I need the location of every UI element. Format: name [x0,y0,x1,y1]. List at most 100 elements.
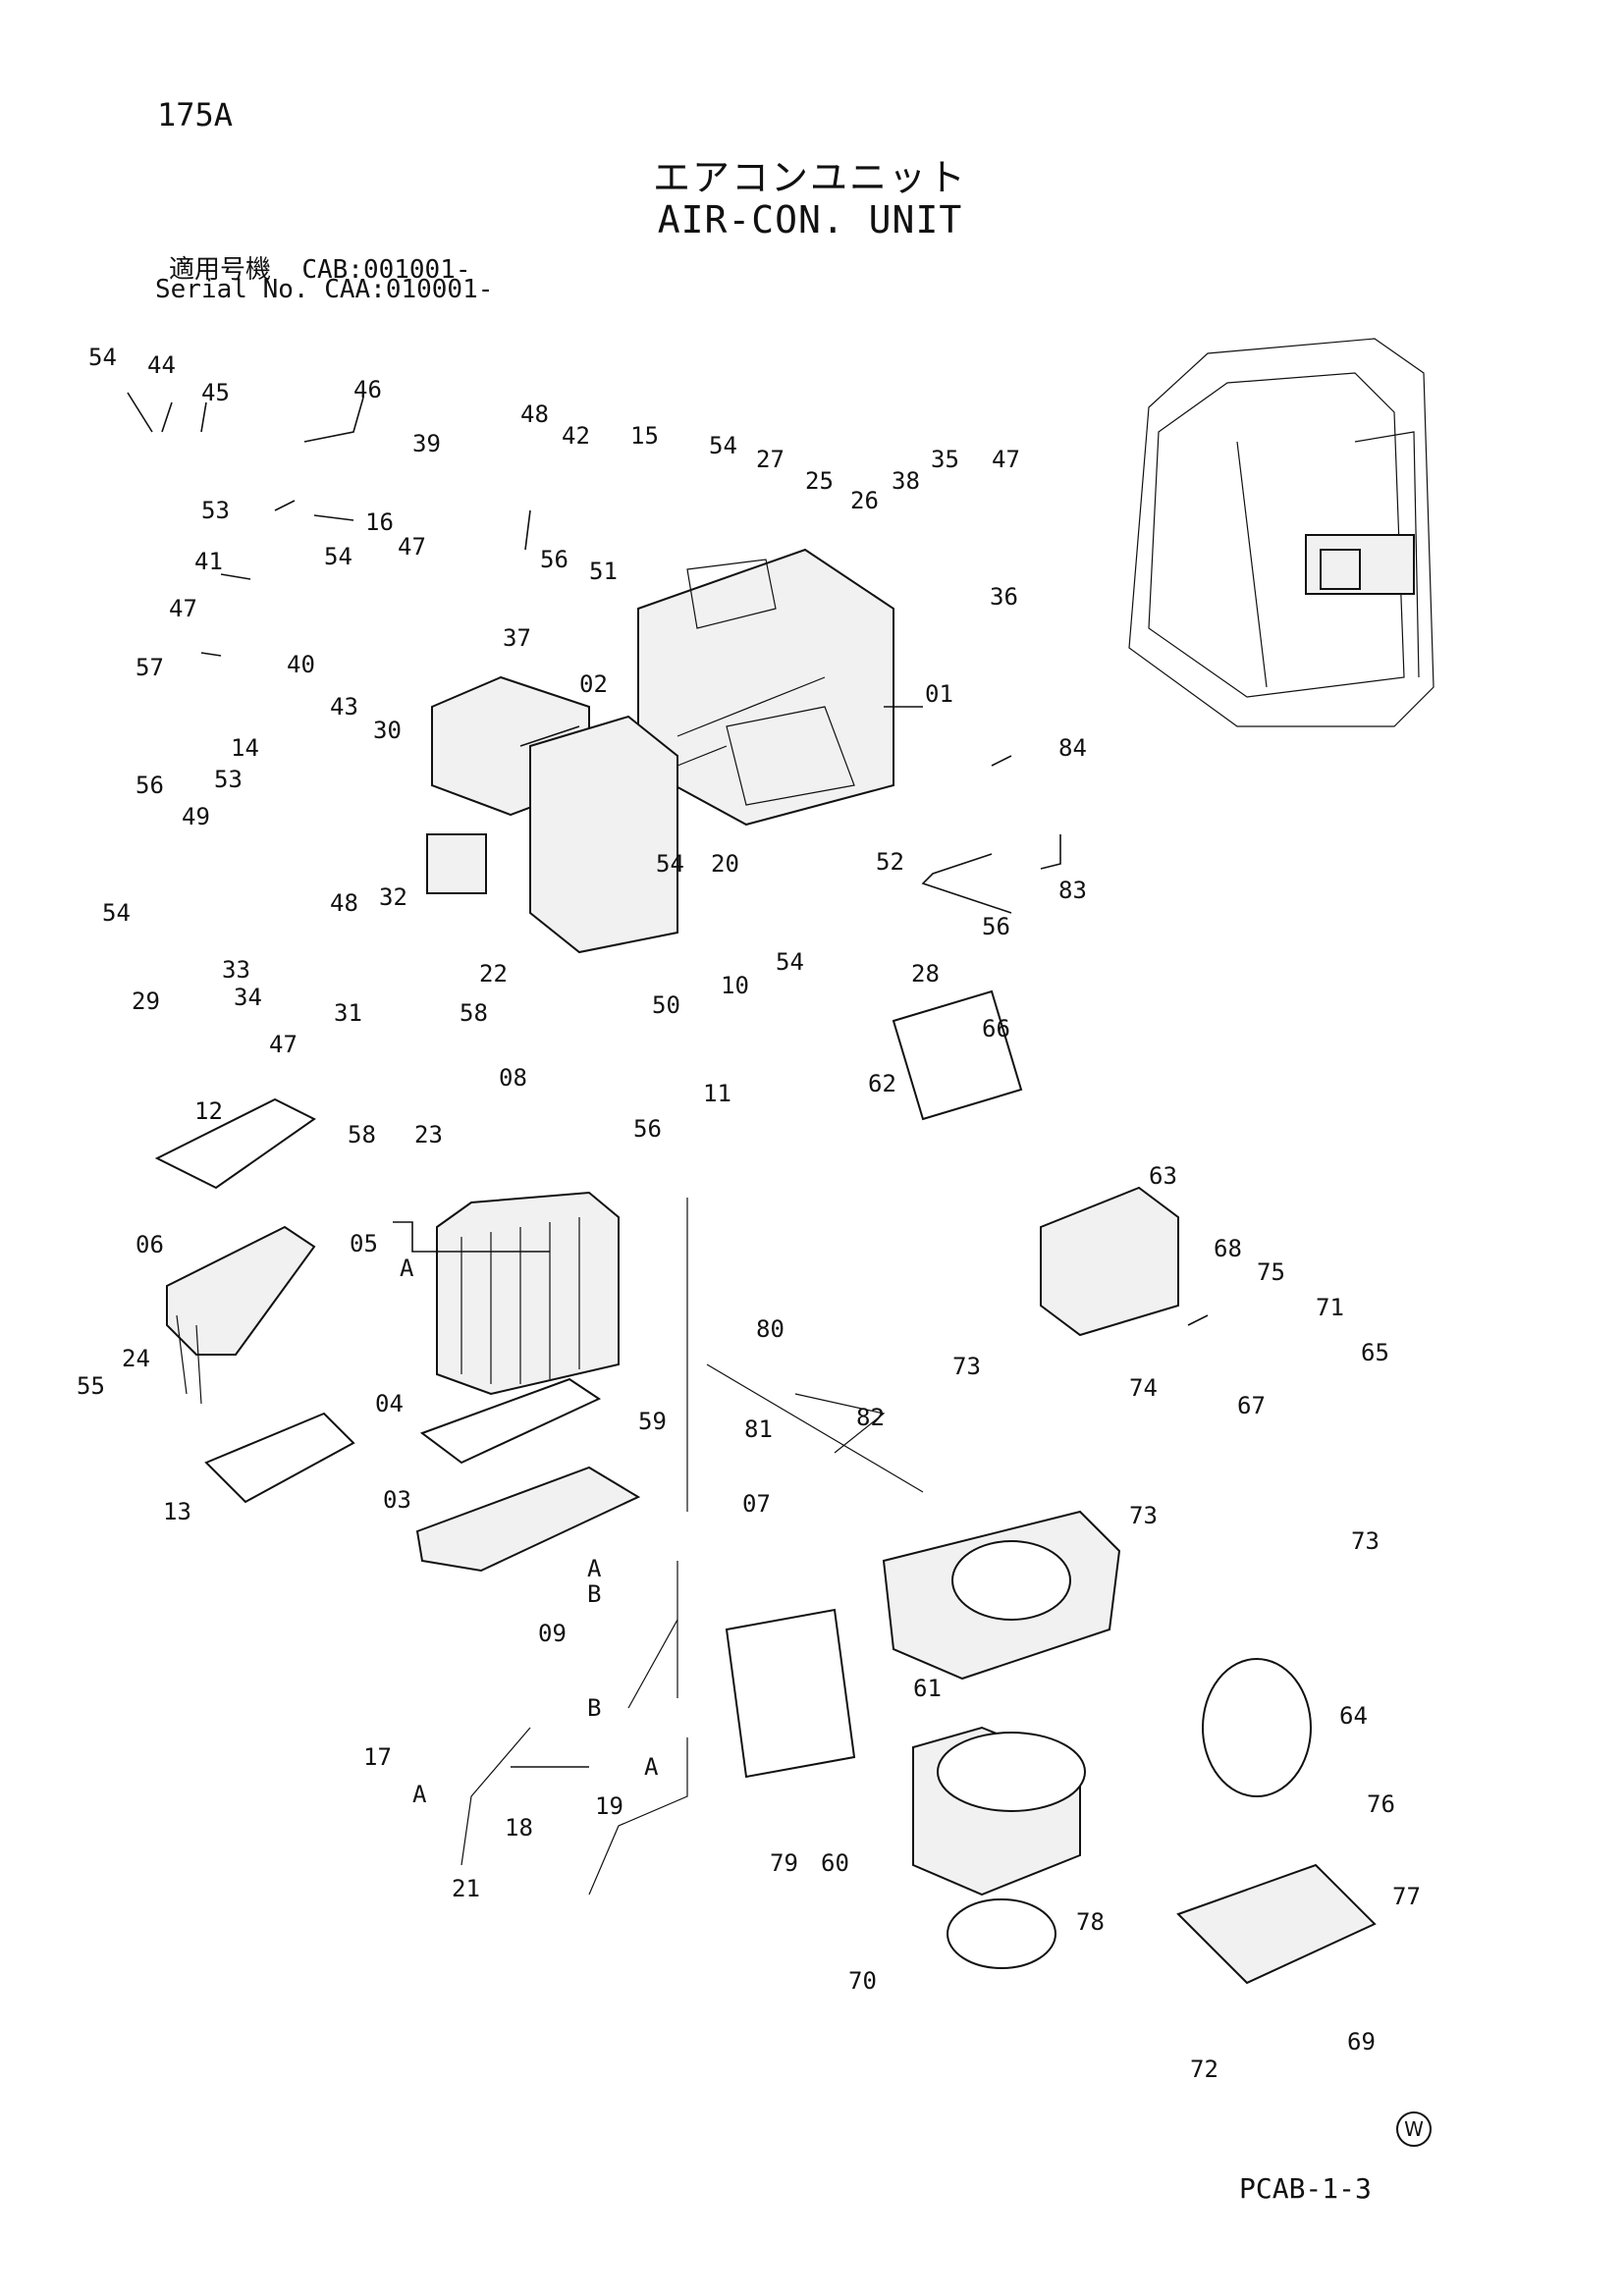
applicability-label-en: Serial No. [155,275,309,304]
document-code: PCAB-1-3 [1239,2172,1372,2205]
callout-71: 71 [1316,1294,1344,1321]
callout-A2: A [587,1555,602,1582]
callout-03: 03 [383,1486,411,1514]
callout-72: 72 [1190,2056,1218,2083]
callout-36: 36 [990,583,1018,611]
title-japanese: エアコンユニット [652,156,967,199]
callout-57: 57 [135,654,164,681]
callout-17: 17 [363,1743,392,1771]
callout-12: 12 [194,1097,223,1125]
evaporator-core [436,1191,620,1396]
cab-location-thumbnail [1128,338,1435,727]
callout-49: 49 [182,803,210,830]
callout-56: 56 [540,546,568,573]
page-number: 175A [157,96,234,133]
corner-mark: W [1396,2111,1432,2147]
callout-02: 02 [579,670,608,698]
callout-53: 53 [201,497,230,524]
callout-73: 73 [952,1353,981,1380]
applicability-caa-value: CAA:010001- [324,275,494,304]
callout-26: 26 [850,487,879,514]
callout-25: 25 [805,467,834,495]
callout-74: 74 [1129,1374,1158,1402]
callout-27: 27 [756,446,785,473]
callout-10: 10 [721,972,749,999]
title-english: AIR-CON. UNIT [657,198,963,241]
callout-30: 30 [373,717,402,744]
callout-31: 31 [334,999,362,1027]
callout-41: 41 [194,548,223,575]
callout-58b: 58 [348,1121,376,1148]
callout-44: 44 [147,351,176,379]
callout-39: 39 [412,430,441,457]
applicability-cab-value: CAB:001001- [301,255,471,285]
callout-43: 43 [330,693,358,721]
blower-housings [725,989,1377,1985]
heater-core [166,1225,316,1405]
callout-81: 81 [744,1415,773,1443]
callout-48b: 48 [330,889,358,917]
callout-42: 42 [562,422,590,450]
callout-A4: A [644,1753,659,1781]
callout-19: 19 [595,1792,623,1820]
air-con-case [426,548,894,954]
callout-51: 51 [589,558,618,585]
callout-53b: 53 [214,766,243,793]
callouts: 54 44 45 46 48 42 15 54 27 25 26 38 35 4… [77,344,1421,2083]
callout-34: 34 [234,984,262,1011]
callout-83: 83 [1058,877,1087,904]
callout-84: 84 [1058,734,1087,762]
callout-38: 38 [892,467,920,495]
callout-78: 78 [1076,1908,1105,1936]
callout-54e: 54 [102,899,131,927]
callout-16: 16 [365,508,394,536]
callout-64: 64 [1339,1702,1368,1730]
callout-06: 06 [135,1231,164,1258]
callout-22: 22 [479,960,508,988]
callout-15: 15 [630,422,659,450]
callout-54f: 54 [776,948,804,976]
callout-61: 61 [913,1675,942,1702]
callout-65: 65 [1361,1339,1389,1366]
callout-63: 63 [1149,1162,1177,1190]
callout-75: 75 [1257,1258,1285,1286]
leader-lines [127,392,1209,1768]
callout-B1: B [587,1580,601,1608]
applicability-label-jp: 適用号機 [169,255,272,285]
callout-67: 67 [1237,1392,1266,1419]
callout-08: 08 [499,1064,527,1092]
callout-56b: 56 [135,772,164,799]
pipes-hoses [460,1198,924,1896]
callout-11: 11 [703,1080,731,1107]
callout-76: 76 [1367,1790,1395,1818]
callout-80: 80 [756,1315,785,1343]
callout-68: 68 [1214,1235,1242,1262]
callout-40: 40 [287,651,315,678]
callout-47b: 47 [398,533,426,561]
callout-18: 18 [505,1814,533,1842]
callout-69: 69 [1347,2028,1376,2056]
callout-A3: A [412,1781,427,1808]
callout-73c: 73 [1351,1527,1380,1555]
callout-55: 55 [77,1372,105,1400]
callout-14: 14 [231,734,259,762]
callout-59: 59 [638,1408,667,1435]
callout-58: 58 [460,999,488,1027]
callout-47: 47 [992,446,1020,473]
callout-54: 54 [88,344,117,371]
callout-A1: A [400,1255,414,1282]
callout-56c: 56 [982,913,1010,940]
callout-32: 32 [379,883,407,911]
callout-21: 21 [452,1875,480,1902]
callout-05: 05 [350,1230,378,1257]
callout-54c: 54 [324,543,352,570]
callout-62: 62 [868,1070,896,1097]
callout-56d: 56 [633,1115,662,1143]
callout-35: 35 [931,446,959,473]
callout-20: 20 [711,850,739,878]
callout-29: 29 [132,988,160,1015]
callout-52: 52 [876,848,904,876]
callout-82: 82 [856,1404,885,1431]
callout-24: 24 [122,1345,150,1372]
